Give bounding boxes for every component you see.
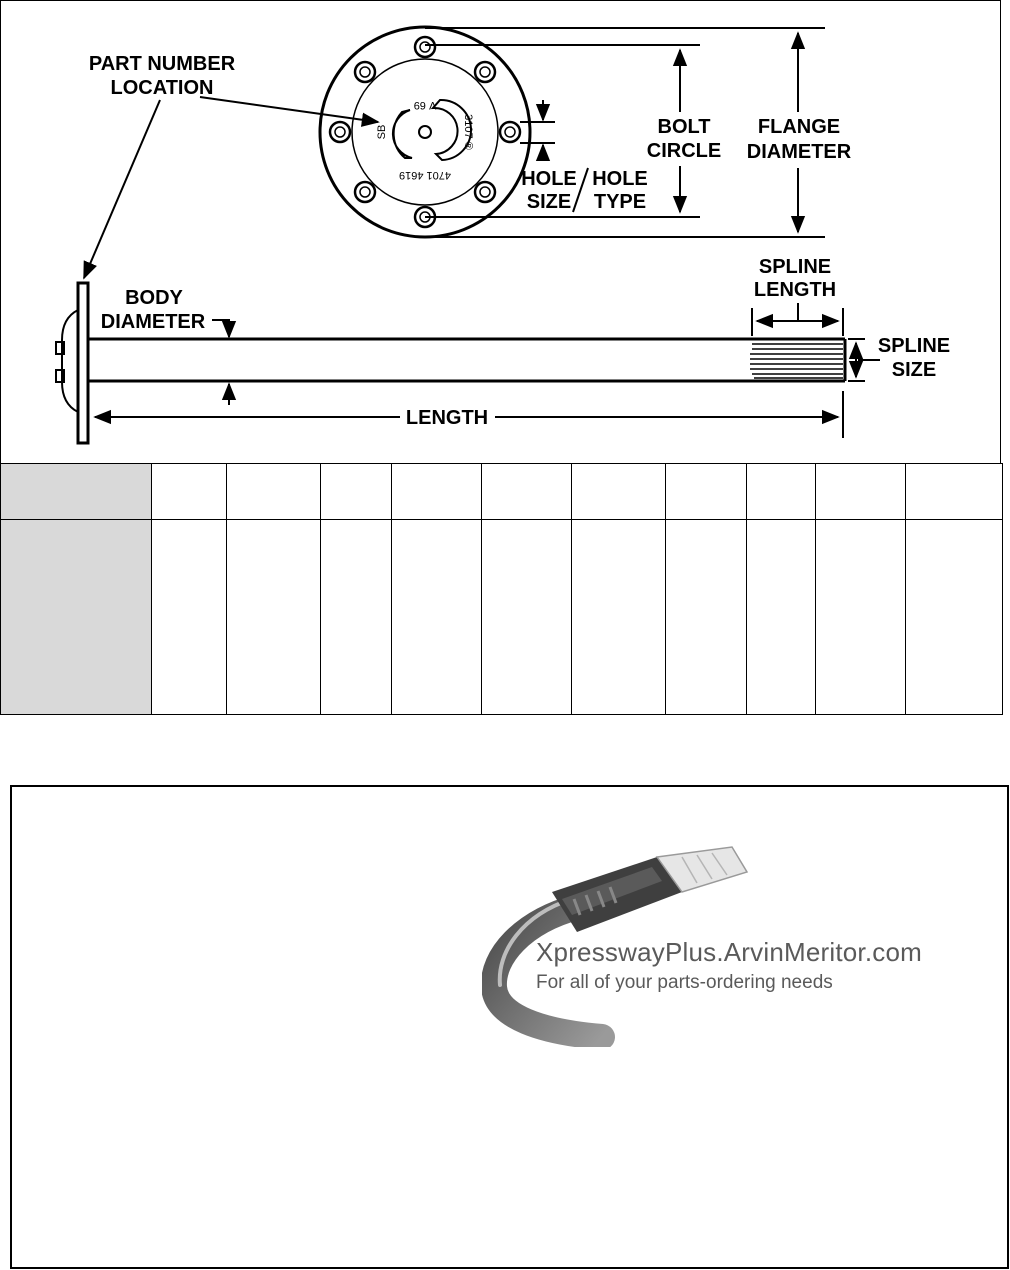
hub-center: [391, 98, 472, 162]
svg-text:SB: SB: [376, 125, 388, 140]
axle-shaft-diagram-frame: [0, 0, 1001, 463]
spline-length-dimension: [751, 303, 844, 336]
svg-text:3107 ®: 3107 ®: [462, 114, 474, 150]
length-dimension: [93, 391, 844, 438]
spec-table-row: [0, 519, 1003, 715]
flange-diameter-label-line1: FLANGE: [758, 116, 840, 138]
body-diameter-label-line1: BODY: [125, 287, 183, 309]
spec-table-header-cell: [571, 463, 666, 520]
spec-table-header-cell: [226, 463, 321, 520]
spec-table-cell: [481, 519, 572, 715]
hole-type-label-line1: HOLE: [592, 168, 648, 190]
spline-size-dimension: [848, 338, 880, 382]
spec-table-header-cell: [481, 463, 572, 520]
spline-length-label-line2: LENGTH: [754, 279, 836, 301]
network-cable-icon: [482, 846, 749, 1047]
spec-table-header-cell: [746, 463, 816, 520]
promo-tagline: For all of your parts-ordering needs: [536, 972, 833, 993]
spline-length-label-line1: SPLINE: [759, 256, 831, 278]
body-diameter-dimension: [212, 319, 237, 405]
spec-table-cell: [746, 519, 816, 715]
axle-shaft-diagram: V 69 4701 4619 3107 ® SB: [55, 25, 950, 445]
part-number-location-label-line2: LOCATION: [111, 77, 214, 99]
spec-table-header-row: [0, 463, 1003, 520]
spec-table-cell: [226, 519, 321, 715]
part-number-location-label-line1: PART NUMBER: [89, 53, 236, 75]
svg-text:V 69: V 69: [414, 99, 437, 111]
hole-size-label-line2: SIZE: [527, 191, 571, 213]
spec-table-header-cell: [320, 463, 392, 520]
spec-table-header-cell: [391, 463, 482, 520]
spec-table-header-cell: [815, 463, 906, 520]
spec-table-cell: [665, 519, 747, 715]
stamped-part-number-text: V 69 4701 4619 3107 ® SB: [376, 99, 474, 181]
svg-text:4701 4619: 4701 4619: [399, 169, 451, 181]
bolt-circle-dimension: [425, 44, 700, 218]
spline-size-label-line2: SIZE: [892, 359, 936, 381]
bolt-holes: [328, 35, 522, 229]
part-number-leader: [83, 96, 380, 280]
spec-table-cell: [905, 519, 1003, 715]
spec-table-header-cell: [665, 463, 747, 520]
spline-teeth: [750, 343, 843, 379]
spec-table-cell: [391, 519, 482, 715]
flange-diameter-label-line2: DIAMETER: [747, 141, 852, 163]
hole-size-label-line1: HOLE: [521, 168, 577, 190]
length-label: LENGTH: [406, 407, 488, 429]
bolt-circle-label-line1: BOLT: [658, 116, 711, 138]
promo-website-url[interactable]: XpresswayPlus.ArvinMeritor.com: [536, 937, 922, 967]
spec-table: [0, 463, 1003, 715]
spec-table-cell: [320, 519, 392, 715]
spec-table-cell: [151, 519, 227, 715]
spec-table-header-cell: [151, 463, 227, 520]
spec-table-cell: [571, 519, 666, 715]
spec-table-cell: [0, 519, 152, 715]
spec-table-header-cell: [0, 463, 152, 520]
bolt-circle-label-line2: CIRCLE: [647, 140, 721, 162]
flange-diameter-dimension: [425, 27, 825, 238]
shaft-side-view: [55, 281, 847, 445]
flange-end-view: V 69 4701 4619 3107 ® SB: [318, 25, 532, 239]
spec-table-cell: [815, 519, 906, 715]
hole-type-label-line2: TYPE: [594, 191, 646, 213]
promo-box: XpresswayPlus.ArvinMeritor.com For all o…: [10, 785, 1009, 1269]
spline-size-label-line1: SPLINE: [878, 335, 950, 357]
body-diameter-label-line2: DIAMETER: [101, 311, 206, 333]
hole-size-dimension: [520, 100, 589, 213]
spec-table-header-cell: [905, 463, 1003, 520]
